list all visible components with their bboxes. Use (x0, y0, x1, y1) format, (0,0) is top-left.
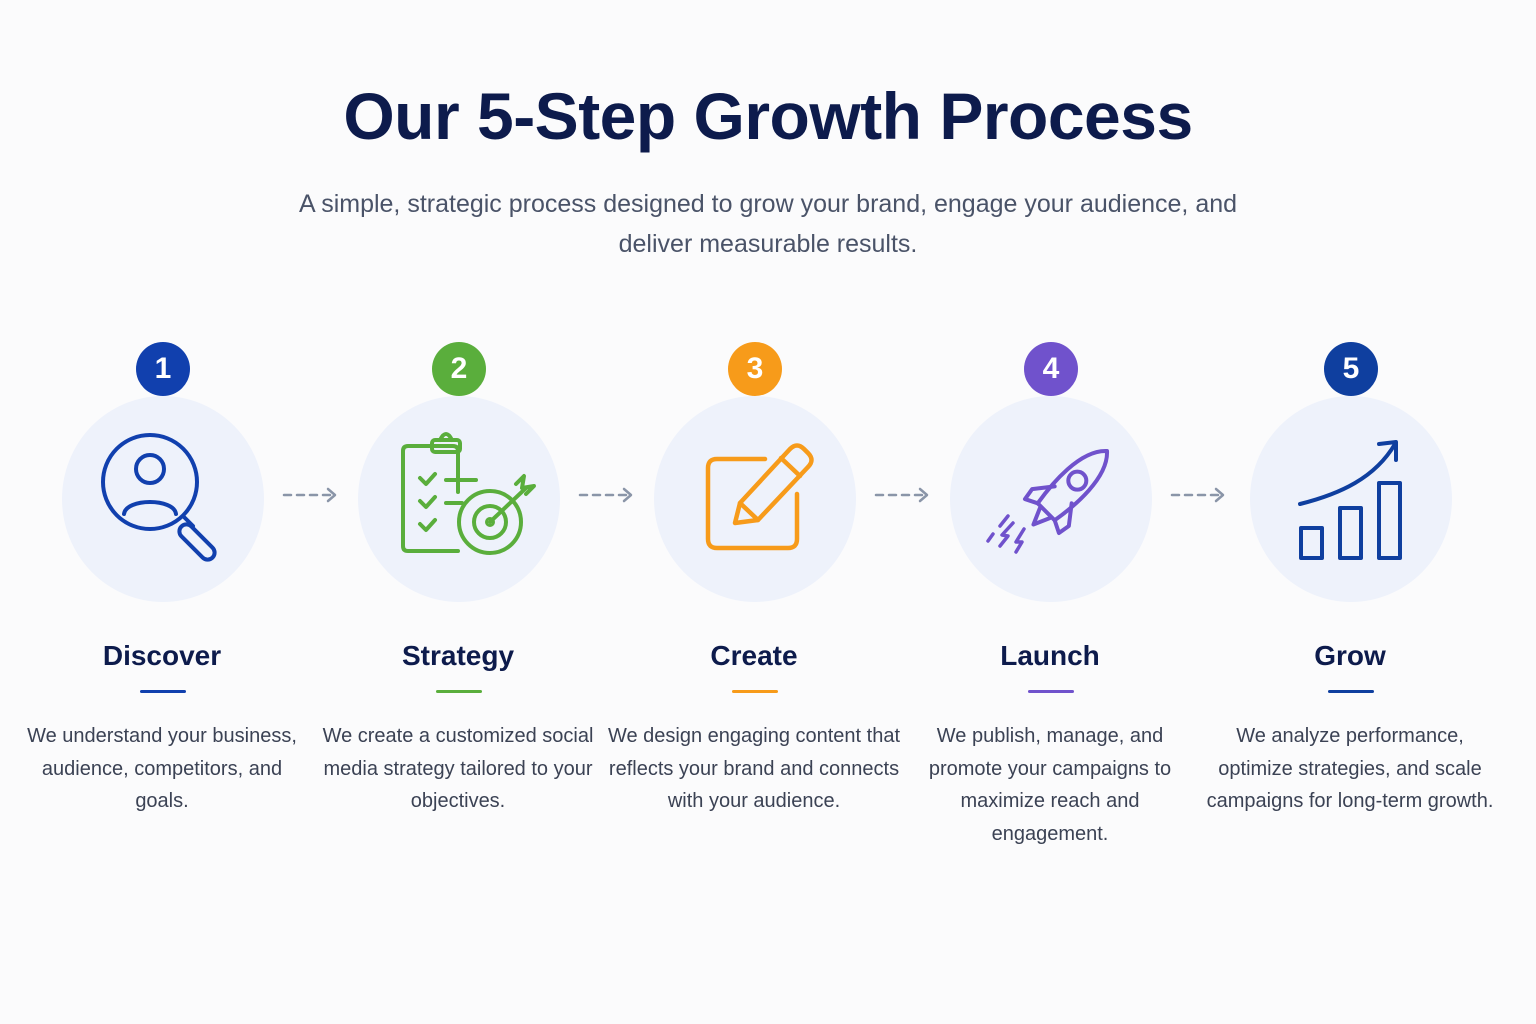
step-launch: 4 Launch We publish, manage, and promote… (902, 340, 1198, 880)
step-title: Create (710, 640, 798, 671)
dashed-arrow-icon (874, 486, 932, 504)
step-title: Discover (102, 640, 222, 671)
step-description: We publish, manage, and promote your cam… (928, 725, 1172, 845)
page-subtitle: A simple, strategic process designed to … (298, 190, 1238, 258)
dashed-arrow-icon (1170, 486, 1228, 504)
step-title: Grow (1314, 640, 1386, 671)
dashed-arrow-icon (282, 486, 340, 504)
growth-chart-icon (1298, 440, 1402, 560)
step-description: We create a customized social media stra… (322, 725, 594, 812)
step-icon-circle (654, 396, 856, 602)
step-underline (1328, 690, 1374, 693)
step-underline (140, 690, 186, 693)
step-strategy: 2 Strategy We create a customized social… (310, 340, 606, 880)
user-search-icon (101, 433, 217, 562)
step-grow: 5 Grow We analyze performance, optimize … (1202, 340, 1498, 880)
step-number-badge: 1 (136, 342, 190, 396)
step-icon-circle (1250, 396, 1452, 602)
dashed-arrow-icon (578, 486, 636, 504)
clipboard-target-icon (401, 432, 536, 555)
step-create: 3 Create We design engaging content that… (606, 340, 902, 880)
step-description: We analyze performance, optimize strateg… (1206, 725, 1494, 812)
edit-pencil-icon (705, 443, 814, 551)
step-number-badge: 2 (432, 342, 486, 396)
step-description: We design engaging content that reflects… (607, 725, 901, 812)
rocket-icon (986, 448, 1110, 554)
step-title: Strategy (401, 640, 515, 671)
step-underline (732, 690, 778, 693)
page-title: Our 5-Step Growth Process (343, 79, 1193, 153)
step-number-badge: 3 (728, 342, 782, 396)
step-title: Launch (1000, 640, 1100, 671)
step-icon-circle (62, 396, 264, 602)
step-underline (436, 690, 482, 693)
step-number-badge: 4 (1024, 342, 1078, 396)
step-description: We understand your business, audience, c… (27, 725, 297, 812)
step-number-badge: 5 (1324, 342, 1378, 396)
step-underline (1028, 690, 1074, 693)
step-icon-circle (358, 396, 560, 602)
step-discover: 1 Discover We understand your business, … (14, 340, 310, 880)
step-icon-circle (950, 396, 1152, 602)
